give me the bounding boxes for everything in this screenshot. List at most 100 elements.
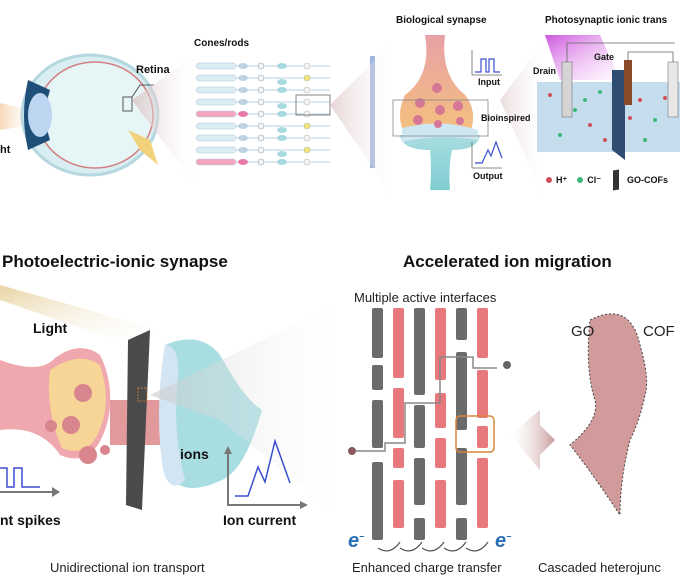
- ganglion-terminal: [303, 98, 311, 106]
- cl-ion: [598, 90, 602, 94]
- go-label: GO: [571, 323, 595, 340]
- bioinspired-label: Bioinspired: [481, 113, 531, 123]
- interface-bar-gray: [456, 518, 467, 540]
- interface-bar-pink: [435, 308, 446, 380]
- h-ion: [628, 116, 632, 120]
- eye-illustration: [20, 53, 160, 177]
- electron-right: e−: [495, 530, 512, 552]
- biological-synapse-illustration: [392, 35, 489, 190]
- go-cof-legend-label: GO-COFs: [627, 175, 669, 185]
- interface-bar-pink: [477, 308, 488, 358]
- cl-ion: [653, 118, 657, 122]
- interface-bar-pink: [435, 393, 446, 428]
- h-ion-label: H⁺: [556, 174, 568, 185]
- cones-rods-label: Cones/rods: [194, 38, 250, 49]
- cell-nucleus: [238, 87, 248, 93]
- h-ion: [548, 93, 552, 97]
- photoreceptor-cell: [195, 158, 237, 166]
- cl-ion-swatch: [577, 177, 584, 183]
- synaptic-terminal: [257, 110, 265, 118]
- cl-ion: [573, 108, 577, 112]
- interface-bar-pink: [393, 388, 404, 438]
- interface-highlight-box: [455, 415, 495, 453]
- go-cof-heterojunction-illustration: [569, 313, 648, 517]
- presynaptic-terminal-illustration: [0, 348, 111, 464]
- drain-label: Drain: [533, 66, 557, 76]
- photoreceptor-cell: [195, 110, 237, 118]
- interfaces-label: Multiple active interfaces: [354, 290, 497, 305]
- charge-transfer-caption: Enhanced charge transfer: [352, 560, 502, 575]
- photoreceptor-cell: [195, 98, 237, 106]
- ganglion-terminal: [303, 134, 311, 142]
- interface-bar-gray: [414, 458, 425, 505]
- ion-end-dot: [503, 361, 511, 369]
- output-label: Output: [473, 171, 503, 181]
- interface-bar-gray: [456, 308, 467, 340]
- interface-bar-gray: [372, 400, 383, 448]
- synaptic-terminal: [257, 86, 265, 94]
- ganglion-terminal: [303, 110, 311, 118]
- photoreceptor-cell: [195, 146, 237, 154]
- interface-bar-gray: [414, 308, 425, 395]
- synaptic-terminal: [257, 146, 265, 154]
- cl-ion: [643, 138, 647, 142]
- heterojunction-caption: Cascaded heterojunc: [538, 560, 661, 575]
- eye-light-label: ht: [0, 144, 11, 156]
- photoreceptor-cell: [195, 62, 237, 70]
- unidirectional-caption: Unidirectional ion transport: [50, 560, 205, 575]
- h-ion: [588, 123, 592, 127]
- ganglion-terminal: [303, 158, 311, 166]
- photoreceptor-cell: [195, 74, 237, 82]
- ganglion-terminal: [303, 86, 311, 94]
- interface-bar-pink: [477, 458, 488, 528]
- charge-path-line: [352, 356, 497, 452]
- interface-bar-pink: [477, 426, 488, 448]
- bipolar-cell: [277, 63, 287, 69]
- electron-hop-arcs: [377, 541, 489, 552]
- membrane-zoom-fan: [150, 300, 345, 520]
- interface-bar-pink: [435, 438, 446, 468]
- interface-bar-pink: [435, 480, 446, 528]
- ion-particles: [548, 90, 667, 142]
- photoreceptor-cell: [195, 86, 237, 94]
- output-signal-plot: [471, 140, 503, 169]
- cell-nucleus: [238, 111, 248, 117]
- synaptic-terminal: [257, 98, 265, 106]
- cof-label: COF: [643, 323, 675, 340]
- biological-synapse-title: Biological synapse: [396, 15, 487, 26]
- synaptic-terminal: [257, 134, 265, 142]
- cl-ion: [583, 98, 587, 102]
- cell-nucleus: [238, 135, 248, 141]
- interface-bar-gray: [372, 365, 383, 390]
- cell-nucleus: [238, 63, 248, 69]
- cl-ion: [558, 133, 562, 137]
- interface-bar-pink: [393, 480, 404, 528]
- light-spikes-label: nt spikes: [0, 512, 61, 528]
- ganglion-terminal: [303, 122, 311, 130]
- ganglion-terminal: [303, 62, 311, 70]
- go-cof-swatch: [613, 169, 620, 191]
- cones-zoom-fan: [330, 40, 395, 200]
- interface-bar-gray: [372, 462, 383, 540]
- retina-label: Retina: [136, 64, 170, 76]
- photosynaptic-device-illustration: [537, 35, 680, 160]
- interface-bar-pink: [477, 370, 488, 418]
- cones-rods-illustration: [195, 56, 375, 168]
- electron-left: e−: [348, 530, 365, 552]
- interface-bar-pink: [393, 448, 404, 468]
- synaptic-terminal: [257, 62, 265, 70]
- interface-bar-pink: [393, 308, 404, 378]
- interface-bar-gray: [456, 448, 467, 505]
- h-ion: [603, 138, 607, 142]
- photoreceptor-cell: [195, 122, 237, 130]
- cell-nucleus: [238, 123, 248, 129]
- cell-nucleus: [238, 99, 248, 105]
- ions-label: ions: [180, 446, 209, 462]
- ion-legend: H⁺ Cl⁻ GO-COFs: [546, 169, 669, 191]
- accelerated-migration-title: Accelerated ion migration: [403, 252, 612, 271]
- gate-label: Gate: [594, 52, 615, 62]
- interface-bar-gray: [414, 518, 425, 540]
- bipolar-cell: [277, 103, 287, 109]
- retina-zoom-fan: [132, 55, 195, 185]
